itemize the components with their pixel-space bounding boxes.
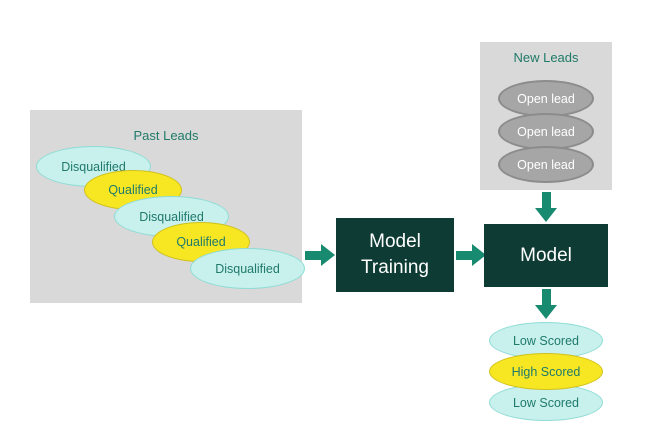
arrow-head	[321, 244, 335, 266]
model-box: Model	[484, 224, 608, 287]
arrow-head	[535, 208, 557, 222]
arrow-shaft	[541, 289, 551, 305]
new-lead-ellipse-3: Open lead	[498, 146, 594, 183]
arrow-model-to-scored-icon	[535, 289, 557, 319]
new-leads-title: New Leads	[513, 50, 579, 65]
scored-ellipse-low-2: Low Scored	[489, 384, 603, 421]
past-lead-ellipse-disqualified-3: Disqualified	[190, 248, 305, 289]
model-label: Model	[520, 244, 572, 266]
arrow-shaft	[541, 192, 551, 208]
new-lead-ellipse-2: Open lead	[498, 113, 594, 150]
arrow-past-leads-to-model-training-icon	[305, 244, 335, 266]
arrow-head	[472, 244, 486, 266]
arrow-new-leads-to-model-icon	[535, 192, 557, 222]
arrow-shaft	[305, 250, 321, 260]
arrow-model-training-to-model-icon	[456, 244, 486, 266]
scored-ellipse-high: High Scored	[489, 353, 603, 390]
model-training-box: Model Training	[336, 218, 454, 292]
arrow-shaft	[456, 250, 472, 260]
arrow-head	[535, 305, 557, 319]
model-training-label: Model Training	[361, 231, 429, 278]
past-leads-title: Past Leads	[133, 128, 199, 143]
new-lead-ellipse-1: Open lead	[498, 80, 594, 117]
